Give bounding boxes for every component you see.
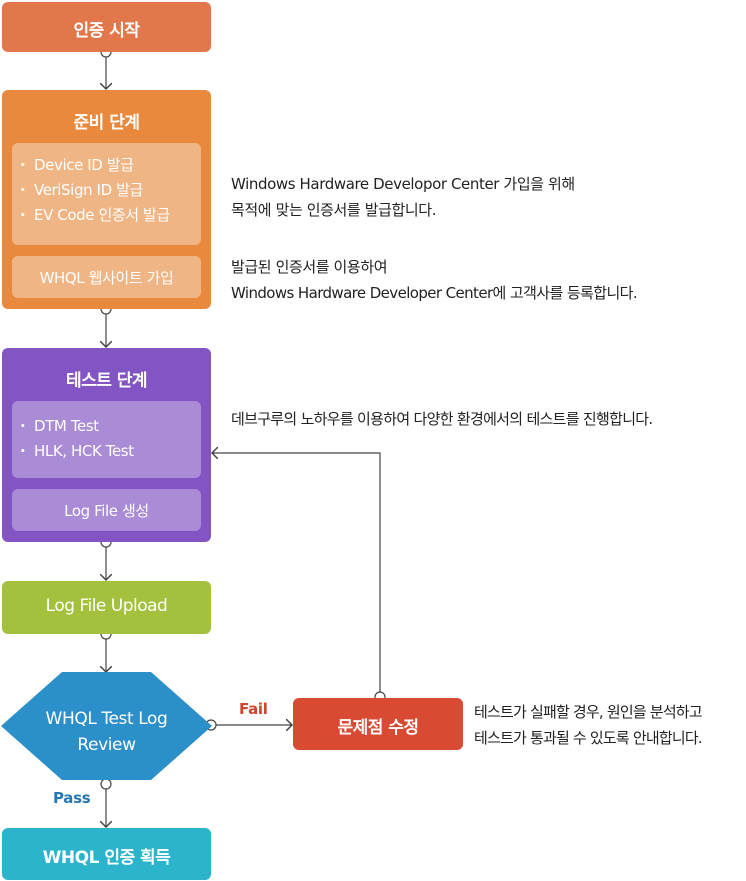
fix-label: 문제점 수정	[337, 718, 419, 738]
prep-description-2: 발급된 인증서를 이용하여 Windows Hardware Developer…	[231, 254, 638, 306]
prep-title: 준비 단계	[73, 113, 140, 133]
start-node: 인증 시작	[2, 2, 211, 52]
review-label: WHQL Test Log Review	[2, 706, 211, 758]
test-description: 데브구루의 노하우를 이용하여 다양한 환경에서의 테스트를 진행합니다.	[231, 406, 653, 432]
desc-line: Windows Hardware Developer Center에 고객사를 …	[231, 284, 638, 302]
review-diamond	[1, 672, 212, 780]
prep-item: Device ID 발급	[16, 153, 201, 178]
desc-line: 테스트가 통과될 수 있도록 안내합니다.	[474, 729, 703, 747]
desc-line: Windows Hardware Developor Center 가입을 위해	[231, 175, 575, 193]
review-label-line1: WHQL Test Log	[45, 709, 168, 729]
upload-node: Log File Upload	[2, 581, 211, 634]
prep-stage: 준비 단계 Device ID 발급 VeriSign ID 발급 EV Cod…	[2, 90, 211, 309]
test-stage: 테스트 단계 DTM Test HLK, HCK Test Log File 생…	[2, 348, 211, 542]
prep-item: VeriSign ID 발급	[16, 178, 201, 203]
test-item: HLK, HCK Test	[16, 439, 201, 464]
fail-label: Fail	[239, 700, 268, 718]
desc-line: 데브구루의 노하우를 이용하여 다양한 환경에서의 테스트를 진행합니다.	[231, 410, 653, 428]
desc-line: 목적에 맞는 인증서를 발급합니다.	[231, 201, 437, 219]
test-log-box: Log File 생성	[12, 489, 201, 531]
prep-description-1: Windows Hardware Developor Center 가입을 위해…	[231, 171, 575, 223]
fix-node: 문제점 수정	[293, 698, 463, 750]
desc-line: 발급된 인증서를 이용하여	[231, 258, 388, 276]
desc-line: 테스트가 실패할 경우, 원인을 분석하고	[474, 703, 703, 721]
test-log-label: Log File 생성	[64, 502, 149, 520]
prep-items-box: Device ID 발급 VeriSign ID 발급 EV Code 인증서 …	[12, 143, 201, 245]
test-title: 테스트 단계	[65, 371, 148, 391]
fix-description: 테스트가 실패할 경우, 원인을 분석하고 테스트가 통과될 수 있도록 안내합…	[474, 699, 703, 751]
upload-label: Log File Upload	[45, 596, 168, 616]
test-item: DTM Test	[16, 414, 201, 439]
prep-signup-label: WHQL 웹사이트 가입	[39, 269, 174, 287]
arrow-fix-to-test	[212, 453, 381, 697]
start-label: 인증 시작	[73, 21, 140, 41]
review-label-line2: Review	[77, 735, 136, 755]
prep-item: EV Code 인증서 발급	[16, 203, 201, 228]
pass-label: Pass	[53, 789, 91, 807]
test-items-box: DTM Test HLK, HCK Test	[12, 401, 201, 478]
done-label: WHQL 인증 획득	[42, 848, 171, 868]
prep-signup-box: WHQL 웹사이트 가입	[12, 256, 201, 298]
done-node: WHQL 인증 획득	[2, 828, 211, 880]
